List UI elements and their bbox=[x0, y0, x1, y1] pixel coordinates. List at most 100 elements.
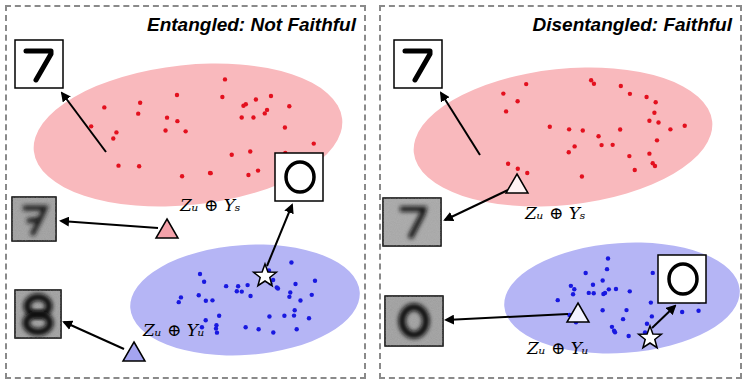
sample-dot bbox=[254, 97, 258, 101]
sample-dot bbox=[251, 115, 255, 119]
digit-image bbox=[15, 40, 63, 88]
sample-dot bbox=[248, 149, 252, 153]
sample-dot bbox=[506, 162, 510, 166]
sample-dot bbox=[525, 171, 529, 175]
sample-dot bbox=[248, 294, 252, 298]
sample-dot bbox=[246, 173, 250, 177]
leader-arrows bbox=[61, 93, 675, 349]
sample-dot bbox=[292, 308, 296, 312]
sample-dot bbox=[556, 298, 560, 302]
sample-dot bbox=[524, 82, 528, 86]
sample-dot bbox=[298, 298, 302, 302]
sample-dot bbox=[618, 127, 622, 131]
sample-dot bbox=[245, 283, 249, 287]
sample-dot bbox=[683, 124, 687, 128]
sample-dot bbox=[204, 299, 208, 303]
sample-dot bbox=[628, 92, 632, 96]
generated-image bbox=[385, 296, 443, 346]
panel-heading: Entangled: Not Faithful bbox=[147, 14, 356, 36]
sample-dot bbox=[294, 327, 298, 331]
sample-dot bbox=[610, 325, 614, 329]
sample-dot bbox=[288, 290, 292, 294]
sample-dot bbox=[263, 111, 267, 115]
sample-dot bbox=[567, 150, 571, 154]
sample-dot bbox=[656, 120, 660, 124]
sample-dot bbox=[267, 314, 271, 318]
sample-dot bbox=[592, 291, 596, 295]
sample-dot bbox=[501, 91, 505, 95]
sample-dot bbox=[312, 141, 316, 145]
panel-box: Disentangled: Faithful bbox=[379, 5, 742, 379]
sample-dot bbox=[651, 161, 655, 165]
sample-dot bbox=[591, 283, 595, 287]
sample-dot bbox=[626, 334, 630, 338]
sample-dot bbox=[647, 119, 651, 123]
sample-dot bbox=[580, 174, 584, 178]
sample-dot bbox=[293, 282, 297, 286]
sample-dot bbox=[614, 287, 618, 291]
sample-dot bbox=[208, 171, 212, 175]
digit-image bbox=[275, 153, 323, 201]
sample-dot bbox=[628, 289, 632, 293]
sample-dot bbox=[136, 111, 140, 115]
sample-dot bbox=[645, 322, 649, 326]
sample-dot bbox=[240, 289, 244, 293]
sample-dot bbox=[651, 271, 655, 275]
sample-dot bbox=[572, 287, 576, 291]
sample-dot bbox=[137, 164, 141, 168]
sample-dot bbox=[310, 293, 314, 297]
sample-dot bbox=[235, 289, 239, 293]
sample-dot bbox=[653, 100, 657, 104]
sample-dot bbox=[209, 171, 213, 175]
sample-dot bbox=[647, 151, 651, 155]
sample-dot bbox=[613, 330, 617, 334]
panel-heading: Disentangled: Faithful bbox=[533, 14, 733, 36]
sample-dot bbox=[287, 295, 291, 299]
sample-dot bbox=[224, 284, 228, 288]
sample-dot bbox=[239, 115, 243, 119]
sample-dot bbox=[581, 128, 585, 132]
sample-dot bbox=[515, 99, 519, 103]
sample-dot bbox=[607, 287, 611, 291]
sample-dot bbox=[655, 138, 659, 142]
class-region bbox=[27, 49, 350, 221]
sample-dot bbox=[605, 267, 609, 271]
sample-dot bbox=[271, 330, 275, 334]
sample-dot bbox=[214, 323, 218, 327]
sample-dot bbox=[652, 110, 656, 114]
class-region bbox=[126, 237, 363, 363]
sample-dot bbox=[116, 163, 120, 167]
sample-dot bbox=[179, 295, 183, 299]
sample-dot bbox=[223, 77, 227, 81]
sample-dot bbox=[567, 127, 571, 131]
sample-dot bbox=[292, 313, 296, 317]
sample-dot bbox=[287, 104, 291, 108]
generated-image bbox=[383, 198, 441, 246]
sample-dot bbox=[569, 284, 573, 288]
sample-dot bbox=[650, 314, 654, 318]
formula-label: Zᵤ ⊕ Yᵤ bbox=[143, 320, 205, 340]
sample-dot bbox=[276, 286, 280, 290]
sample-dot bbox=[516, 166, 520, 170]
sample-dot bbox=[114, 130, 118, 134]
sample-dot bbox=[89, 124, 93, 128]
query-markers bbox=[123, 174, 589, 361]
sample-dot bbox=[599, 143, 603, 147]
sample-dot bbox=[197, 293, 201, 297]
sample-dot bbox=[680, 310, 684, 314]
sample-dot bbox=[283, 125, 287, 129]
sample-dot bbox=[603, 291, 607, 295]
sample-dot bbox=[619, 84, 623, 88]
sample-dot bbox=[633, 168, 637, 172]
sample-dot bbox=[183, 129, 187, 133]
sample-dot bbox=[668, 127, 672, 131]
sample-dot bbox=[696, 309, 700, 313]
sample-dot bbox=[175, 119, 179, 123]
sample-dot bbox=[217, 314, 221, 318]
sample-dot bbox=[627, 154, 631, 158]
sample-dot bbox=[256, 168, 260, 172]
sample-dot bbox=[589, 78, 593, 82]
sample-dot bbox=[592, 82, 596, 86]
sample-dot bbox=[624, 308, 628, 312]
